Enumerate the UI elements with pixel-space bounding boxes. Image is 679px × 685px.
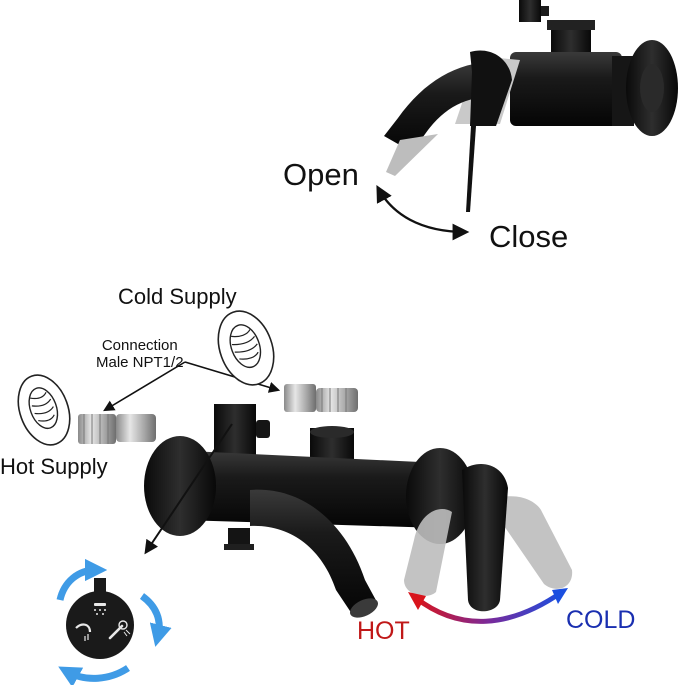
connection-label: Connection Male NPT1/2: [96, 337, 184, 372]
hand-shower-icon: [108, 620, 131, 640]
dial-face: [66, 591, 134, 659]
diverter-arrow-right: [139, 593, 172, 647]
valve-body: [510, 52, 622, 126]
left-flange: [144, 436, 216, 536]
cold-supply-flange: [217, 310, 275, 386]
diverter-arrow-bottom: [58, 665, 130, 685]
shower-head-icon: [94, 603, 106, 615]
connection-line-1: Connection: [101, 337, 178, 354]
faucet-assembly: [17, 310, 573, 624]
faucet-body: [168, 450, 444, 528]
diverter-dial: [56, 558, 172, 685]
lever: [470, 50, 512, 126]
nut: [551, 28, 591, 52]
open-label: Open: [283, 157, 359, 192]
cold-supply-label: Cold Supply: [118, 284, 237, 309]
cold-connector: [284, 384, 358, 412]
top-stem: [519, 0, 541, 22]
close-label: Close: [489, 219, 569, 254]
temperature-arrow: [414, 589, 564, 624]
valve-closeup: [376, 0, 678, 241]
hot-connector: [78, 414, 156, 444]
open-close-arrow: [376, 185, 470, 241]
hot-supply-label: Hot Supply: [0, 454, 108, 479]
diverter-pin: [256, 420, 270, 438]
connection-line-2: Male NPT1/2: [96, 354, 184, 372]
tub-spout: [250, 489, 378, 614]
diverter-arrow-top: [56, 558, 108, 601]
cold-label: COLD: [566, 606, 636, 634]
lever-cold-ghost: [498, 496, 573, 589]
spout: [384, 61, 500, 152]
diverter-housing: [214, 404, 256, 458]
hot-supply-flange: [17, 374, 71, 446]
lever-hot-ghost: [404, 509, 452, 596]
tub-spout-icon: [75, 623, 92, 641]
lever-handle: [462, 464, 508, 612]
hot-label: HOT: [357, 617, 410, 645]
